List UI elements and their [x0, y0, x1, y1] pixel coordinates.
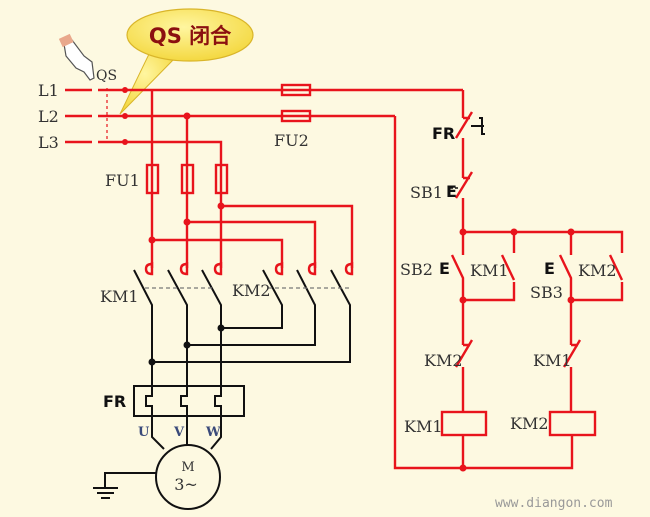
button-symbol: E: [446, 182, 457, 201]
km2-coil-label: KM2: [510, 414, 549, 433]
main-contacts-fixed: [144, 262, 354, 276]
pointing-hand-icon: [58, 33, 95, 81]
control-circuit: [393, 90, 624, 472]
button-symbol: E: [439, 259, 450, 278]
motor-phase-label: 3~: [174, 475, 198, 494]
motor-m-label: M: [181, 460, 194, 475]
sb2-label[interactable]: SB2: [400, 260, 433, 279]
thermal-relay-fr: [133, 385, 245, 417]
button-symbol: E: [544, 259, 555, 278]
callout-bubble: QS 闭合: [119, 8, 254, 115]
km2-hold-label: KM2: [578, 261, 617, 280]
phase-label-l3: L3: [38, 133, 59, 152]
ground-icon: [93, 472, 156, 499]
km1-coil: [440, 410, 488, 437]
terminal-w: W: [205, 425, 221, 440]
fr-ctrl-label: FR: [432, 124, 455, 143]
fu1-label: FU1: [105, 171, 140, 190]
km1-interlock-label: KM1: [533, 351, 572, 370]
km1-main-contacts: [133, 269, 222, 385]
km2-interlock-label: KM2: [424, 351, 463, 370]
km1-main-label: KM1: [100, 287, 139, 306]
watermark: www.diangon.com: [495, 496, 613, 511]
qs-switch[interactable]: [65, 87, 463, 165]
fu2-label: FU2: [274, 131, 309, 150]
sb1-label[interactable]: SB1: [410, 183, 443, 202]
sb3-label[interactable]: SB3: [530, 283, 563, 302]
km2-coil: [548, 410, 597, 437]
fuse-fu1: [145, 163, 229, 195]
callout-text: QS 闭合: [149, 24, 232, 48]
terminal-u: U: [138, 425, 150, 440]
motor-icon: M 3~: [151, 416, 222, 510]
fuse-fu2: [280, 83, 312, 123]
km2-main-label: KM2: [232, 281, 271, 300]
km1-hold-label: KM1: [470, 261, 509, 280]
qs-label: QS: [96, 68, 117, 84]
km1-coil-label: KM1: [404, 417, 443, 436]
fr-main-label: FR: [103, 392, 126, 411]
terminal-v: V: [173, 425, 185, 440]
phase-label-l1: L1: [38, 81, 59, 100]
phase-label-l2: L2: [38, 107, 59, 126]
